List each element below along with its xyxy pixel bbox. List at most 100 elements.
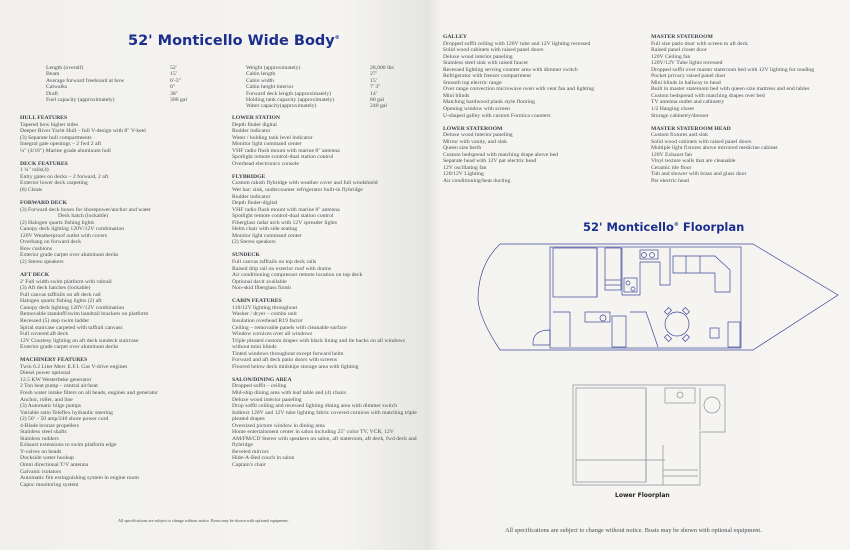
feature-item: Raised drip rail on exterior roof with d… bbox=[232, 265, 332, 272]
feature-item: 12V Courtesy lighting on aft deck sundec… bbox=[20, 337, 139, 344]
spec-value: 80 gal bbox=[370, 97, 385, 104]
feature-item: Captain's chair bbox=[232, 461, 266, 468]
feature-item: Dropped soffit – ceiling bbox=[232, 383, 287, 390]
spiral-stair bbox=[532, 329, 551, 346]
feature-item: Deeper River Yacht Hull – full V-design … bbox=[20, 128, 146, 135]
feature-item: Canopy deck lighting 120V/12V combinatio… bbox=[20, 226, 125, 233]
feature-item: Halogen quartz fishing lights (2) aft bbox=[20, 298, 102, 305]
feature-item: 120V Ceiling fan bbox=[651, 53, 691, 60]
section-heading: CABIN FEATURES bbox=[232, 298, 282, 305]
feature-item: Solid wood cabinets with raised panel do… bbox=[443, 47, 544, 54]
feature-item: Dropped soffit ceiling with 120V tube an… bbox=[443, 40, 591, 47]
feature-item: Rudder indicator bbox=[232, 193, 271, 200]
feature-item: Matching hardwood plank style flooring bbox=[443, 99, 535, 106]
feature-item: Custom bedspread with matching drapes ov… bbox=[651, 92, 765, 99]
feature-item: Ceiling – removable panels with cleanabl… bbox=[232, 324, 347, 331]
feature-item: 120V Weatherproof outlet with covers bbox=[20, 232, 108, 239]
feature-item: Overhang on forward deck bbox=[20, 239, 82, 246]
feature-item: Overhead electronics console bbox=[232, 160, 299, 167]
spec-value: 6" bbox=[170, 84, 176, 91]
feature-item: Y-valves on heads bbox=[20, 448, 62, 455]
feature-item: 4-Blade bronze propellers bbox=[20, 422, 80, 429]
section-heading: MASTER STATEROOM bbox=[651, 34, 713, 40]
feature-item: VHF radio flush mount with marine 8" ant… bbox=[232, 206, 340, 213]
feature-item: Oversized picture window in dining area bbox=[232, 422, 325, 429]
feature-item: Capoc monitoring system bbox=[20, 481, 79, 488]
feature-item: 12V oscillating fan bbox=[443, 164, 487, 171]
cabin-outline bbox=[549, 246, 742, 349]
feature-item: Indirect 120V and 12V tube lighting fabr… bbox=[232, 409, 417, 416]
feature-item: (2) Halogen quartz fishing lights bbox=[20, 219, 95, 226]
feature-item: Raised panel closet door bbox=[651, 47, 707, 54]
footer-disclaimer: All specifications are subject to change… bbox=[118, 518, 289, 523]
dining-table bbox=[664, 311, 690, 337]
lower-sink bbox=[664, 387, 696, 404]
feature-item: Deluxe wood interior paneling bbox=[443, 53, 513, 60]
tub bbox=[611, 315, 627, 348]
feature-item: Tub and shower with brass and glass door bbox=[651, 171, 747, 178]
hull-outline bbox=[477, 243, 839, 351]
feature-item: Deluxe wood interior paneling bbox=[232, 396, 302, 403]
feature-item: Refrigerator with freezer compartment bbox=[443, 73, 531, 80]
feature-item: Exterior lower deck carpeting bbox=[20, 180, 88, 187]
feature-item: Entry gates on decks – 2 forward, 2 aft bbox=[20, 173, 109, 180]
section-heading: SUNDECK bbox=[232, 252, 260, 259]
feature-item: Automatic fire extinguishing system in e… bbox=[20, 475, 139, 482]
feature-item: Recessed (5) step swim ladder bbox=[20, 317, 90, 324]
spec-value: 52' bbox=[170, 65, 177, 71]
feature-item: Insulation overhead R19 factor bbox=[232, 317, 303, 324]
spec-label: Length (overall) bbox=[46, 65, 84, 71]
spec-label: Water capacity(approximately) bbox=[246, 103, 317, 110]
feature-item: Mid-ship dining area with leaf table and… bbox=[232, 389, 347, 396]
feature-item: Floored below deck midships storage area… bbox=[232, 363, 359, 370]
feature-item: Non-skid fiberglass finish bbox=[232, 285, 291, 292]
spec-value: 240 gal bbox=[370, 103, 387, 110]
closet bbox=[604, 247, 622, 291]
feature-item: Spotlight remote control-dual station co… bbox=[232, 154, 334, 161]
feature-item: Full canvas taffrails on top deck rails bbox=[232, 259, 317, 266]
feature-item: Canopy deck lighting 120V/12V combinatio… bbox=[20, 304, 125, 311]
spec-value: 15' bbox=[170, 71, 177, 78]
section-heading: HULL FEATURES bbox=[20, 115, 68, 121]
floorplan-title-text: 52' Monticello bbox=[583, 220, 674, 234]
section-heading: GALLEY bbox=[443, 34, 468, 40]
feature-item: Helm chair with side seating bbox=[232, 226, 298, 233]
feature-item: (2) Stereo speakers bbox=[232, 239, 276, 246]
feature-item: Solid wood cabinets with raised panel do… bbox=[651, 138, 752, 145]
spec-value: 6'-3" bbox=[170, 77, 181, 84]
feature-item: Stainless steel sink with raised faucet bbox=[443, 60, 528, 67]
feature-item: Mini blinds in hallway to head bbox=[651, 79, 721, 86]
spec-value: 300 gal bbox=[170, 97, 187, 104]
spec-value: 27' bbox=[370, 71, 377, 78]
feature-item: Tapered bow higher sides bbox=[20, 121, 79, 128]
feature-item: Queen size berth bbox=[443, 145, 482, 152]
lower-floorplan-label: Lower Floorplan bbox=[615, 492, 670, 499]
feature-item: Air conditioning compressor remote locat… bbox=[232, 272, 363, 279]
spec-value: 14' bbox=[370, 90, 377, 97]
feature-item: 2' Full width swim platform with rubrail bbox=[20, 278, 112, 285]
spec-row: Water capacity(approximately) 240 gal bbox=[246, 103, 394, 109]
lower-deck-plan bbox=[572, 384, 726, 486]
feature-item: Removable standoff/swim handrail bracket… bbox=[20, 311, 149, 318]
feature-item: Par electric head bbox=[651, 178, 689, 185]
spec-row: Length (overall) 52' bbox=[46, 65, 187, 71]
spec-value: 7' 3" bbox=[370, 84, 381, 91]
feature-item: Separate head with 12V par electric head bbox=[443, 158, 537, 165]
title-text: 52' Monticello Wide Body bbox=[128, 33, 335, 49]
galley-counter bbox=[621, 248, 671, 296]
floorplan-title: 52' Monticello® Floorplan bbox=[583, 220, 744, 234]
